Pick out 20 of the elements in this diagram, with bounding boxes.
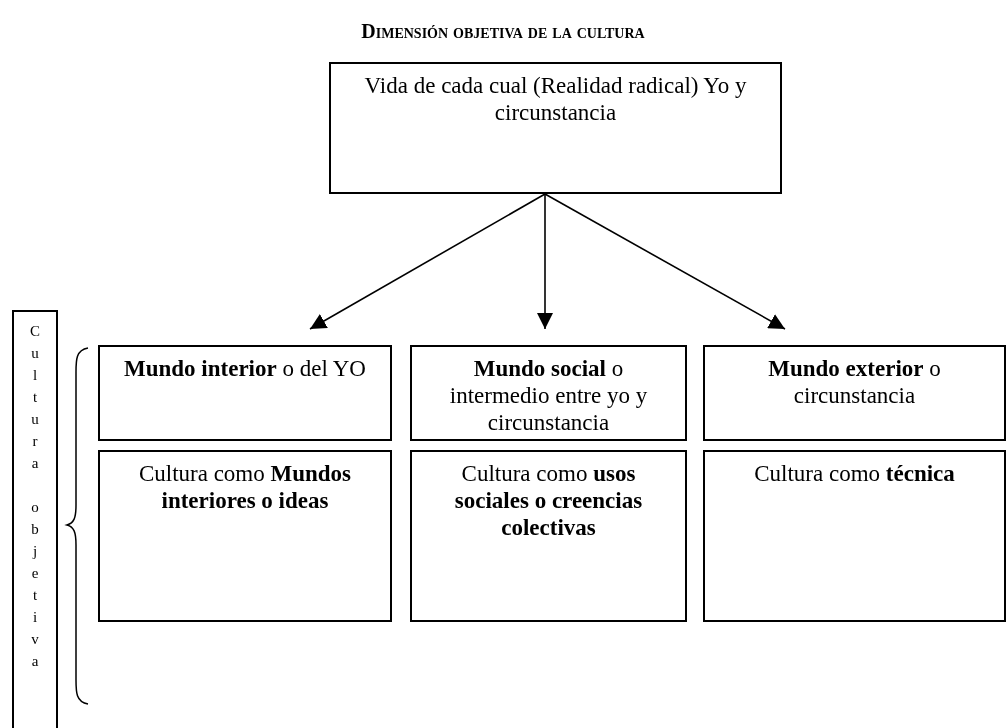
box-text: Mundo social o intermedio entre yo y circunstancia [448,355,649,436]
box-text: Cultura como técnica [753,460,956,487]
vertical-label-box [12,310,58,728]
arrow [309,193,546,330]
category-box [98,345,392,441]
box-text: Mundo exterior o circunstancia [767,355,942,409]
arrow [537,193,553,330]
category-box [410,450,687,622]
vertical-label: Cultura objetiva [29,322,41,671]
category-box [98,450,392,622]
arrow [544,193,786,330]
category-box [410,345,687,441]
box-text: Mundo interior o del YO [123,355,367,382]
category-box [703,345,1006,441]
process-box [329,62,782,194]
box-text: Cultura como Mundos interiores o ideas [137,460,353,514]
box-text: Cultura como usos sociales o creencias colectivas [453,460,644,541]
title: Dimensión objetiva de la cultura [360,20,646,43]
box-text: Vida de cada cual (Realidad radical) Yo y circunstancia [363,72,748,126]
category-box [703,450,1006,622]
